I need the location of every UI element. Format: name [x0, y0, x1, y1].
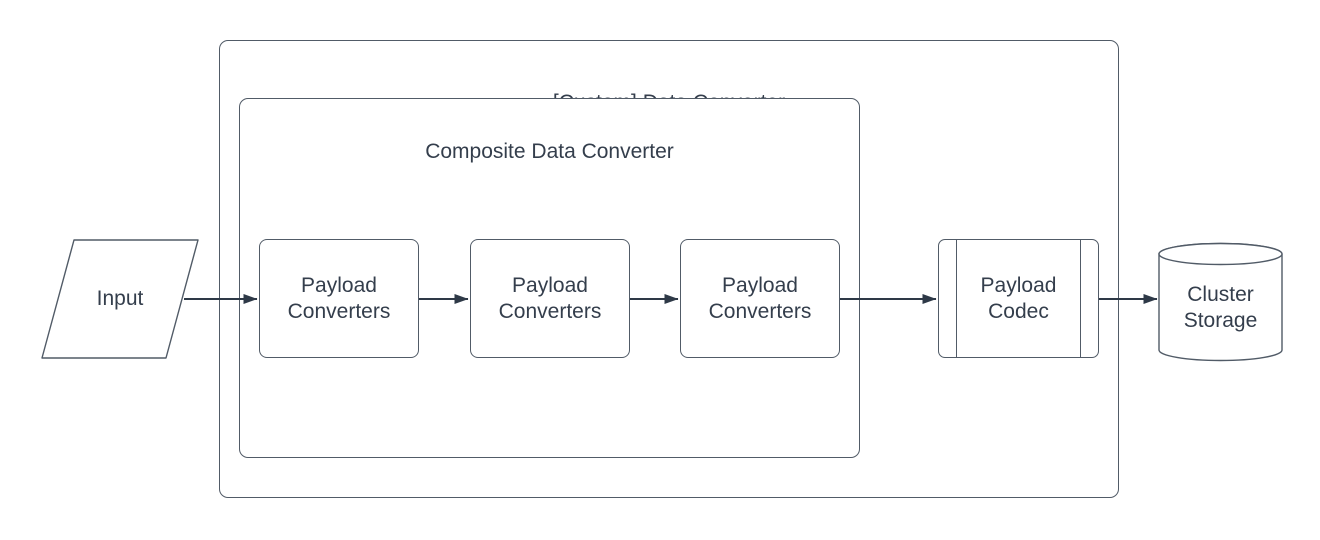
- input-label: Input: [96, 287, 144, 310]
- cluster-storage-node: Cluster Storage: [1159, 244, 1282, 362]
- codec-right-bar: [1080, 240, 1081, 357]
- payload-converters-node-3: Payload Converters: [680, 239, 840, 358]
- cluster-storage-label: Cluster Storage: [1183, 283, 1258, 332]
- payload-converters-node-1: Payload Converters: [259, 239, 419, 358]
- payload-converters-label-2: Payload Converters: [498, 273, 602, 323]
- payload-codec-label: Payload Codec: [980, 273, 1057, 323]
- payload-converters-node-2: Payload Converters: [470, 239, 630, 358]
- input-node: Input: [42, 240, 198, 358]
- codec-left-bar: [956, 240, 957, 357]
- composite-data-converter-title: Composite Data Converter: [425, 140, 674, 163]
- payload-codec-node: Payload Codec: [938, 239, 1099, 358]
- payload-converters-label-3: Payload Converters: [708, 273, 812, 323]
- payload-converters-label-1: Payload Converters: [287, 273, 391, 323]
